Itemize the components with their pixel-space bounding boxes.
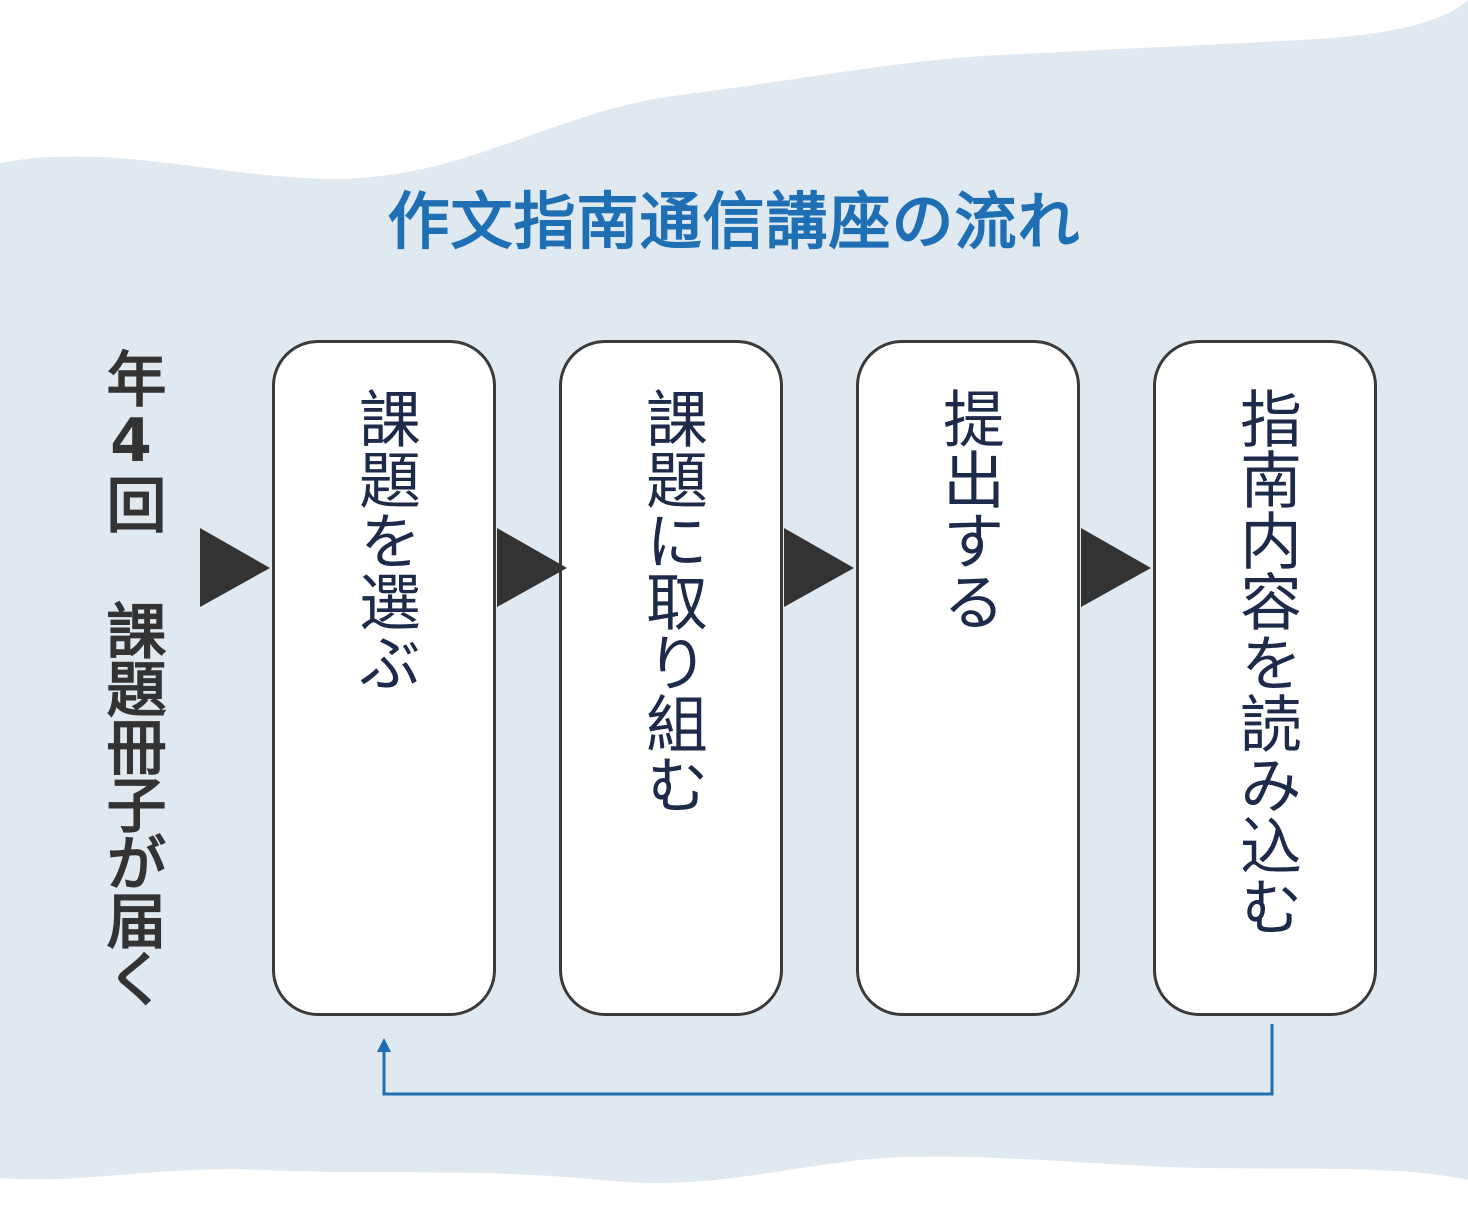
- side-label: 年4回 課題冊子が届く: [96, 348, 166, 1006]
- step-box-4: 指南内容を読み込む: [1153, 340, 1377, 1016]
- step-box-2: 課題に取り組む: [559, 340, 783, 1016]
- step-box-3: 提出する: [856, 340, 1080, 1016]
- step-box-1: 課題を選ぶ: [272, 340, 496, 1016]
- step-label-2: 課題に取り組む: [635, 387, 708, 814]
- step-label-1: 課題を選ぶ: [348, 387, 421, 692]
- step-label-3: 提出する: [932, 387, 1005, 631]
- diagram-title: 作文指南通信講座の流れ: [387, 185, 1081, 258]
- step-label-4: 指南内容を読み込む: [1229, 387, 1302, 936]
